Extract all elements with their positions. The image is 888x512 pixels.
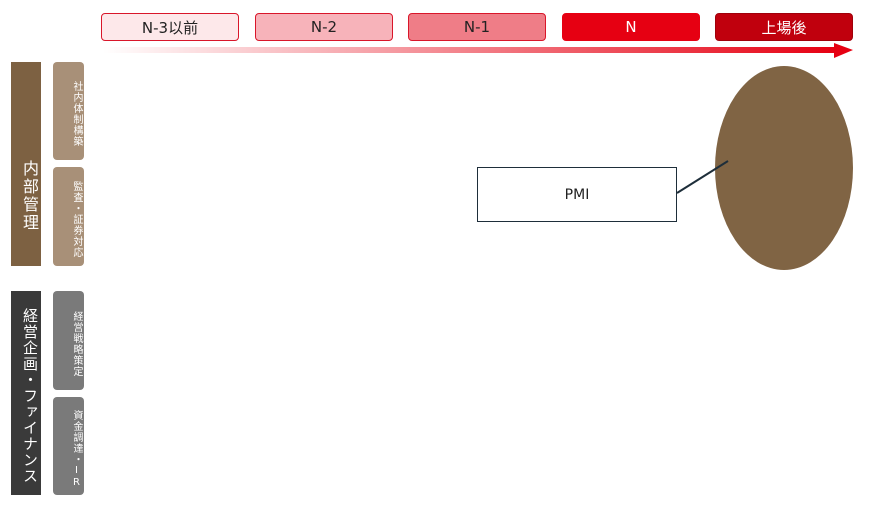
phase-n2: N-2: [255, 13, 393, 41]
pmi-ellipse: [715, 66, 853, 270]
section-management-planning-finance: 経営企画・ファイナンス: [11, 291, 41, 495]
callout-line: [676, 160, 729, 194]
phase-label: 上場後: [761, 18, 807, 37]
sub-management-strategy: 経営戦略策定: [53, 291, 84, 390]
sub-internal-system-building: 社内体制構築: [53, 62, 84, 160]
phase-n1: N-1: [408, 13, 546, 41]
timeline-arrow-head: [834, 43, 853, 58]
sub-label: 社内体制構築: [71, 81, 82, 147]
section-label: 経営企画・ファイナンス: [21, 308, 39, 484]
sub-label: 監査・証券対応: [71, 181, 82, 258]
sub-label: 資金調達・IR: [71, 409, 82, 489]
sub-label: 経営戦略策定: [71, 310, 82, 377]
timeline-arrow-shaft: [103, 47, 837, 53]
section-label: 内部管理: [20, 160, 39, 232]
phase-label: N-3以前: [141, 18, 199, 37]
phase-label: N-1: [463, 18, 491, 36]
sub-audit-securities: 監査・証券対応: [53, 167, 84, 266]
phase-n: N: [562, 13, 700, 41]
pmi-callout-box: PMI: [477, 167, 677, 222]
sub-fundraising-ir: 資金調達・IR: [53, 397, 84, 495]
phase-n3-before: N-3以前: [101, 13, 239, 41]
phase-label: N: [625, 18, 637, 36]
phase-post-ipo: 上場後: [715, 13, 853, 41]
section-internal-management: 内部管理: [11, 62, 41, 266]
phase-label: N-2: [310, 18, 338, 36]
pmi-label: PMI: [564, 186, 590, 203]
